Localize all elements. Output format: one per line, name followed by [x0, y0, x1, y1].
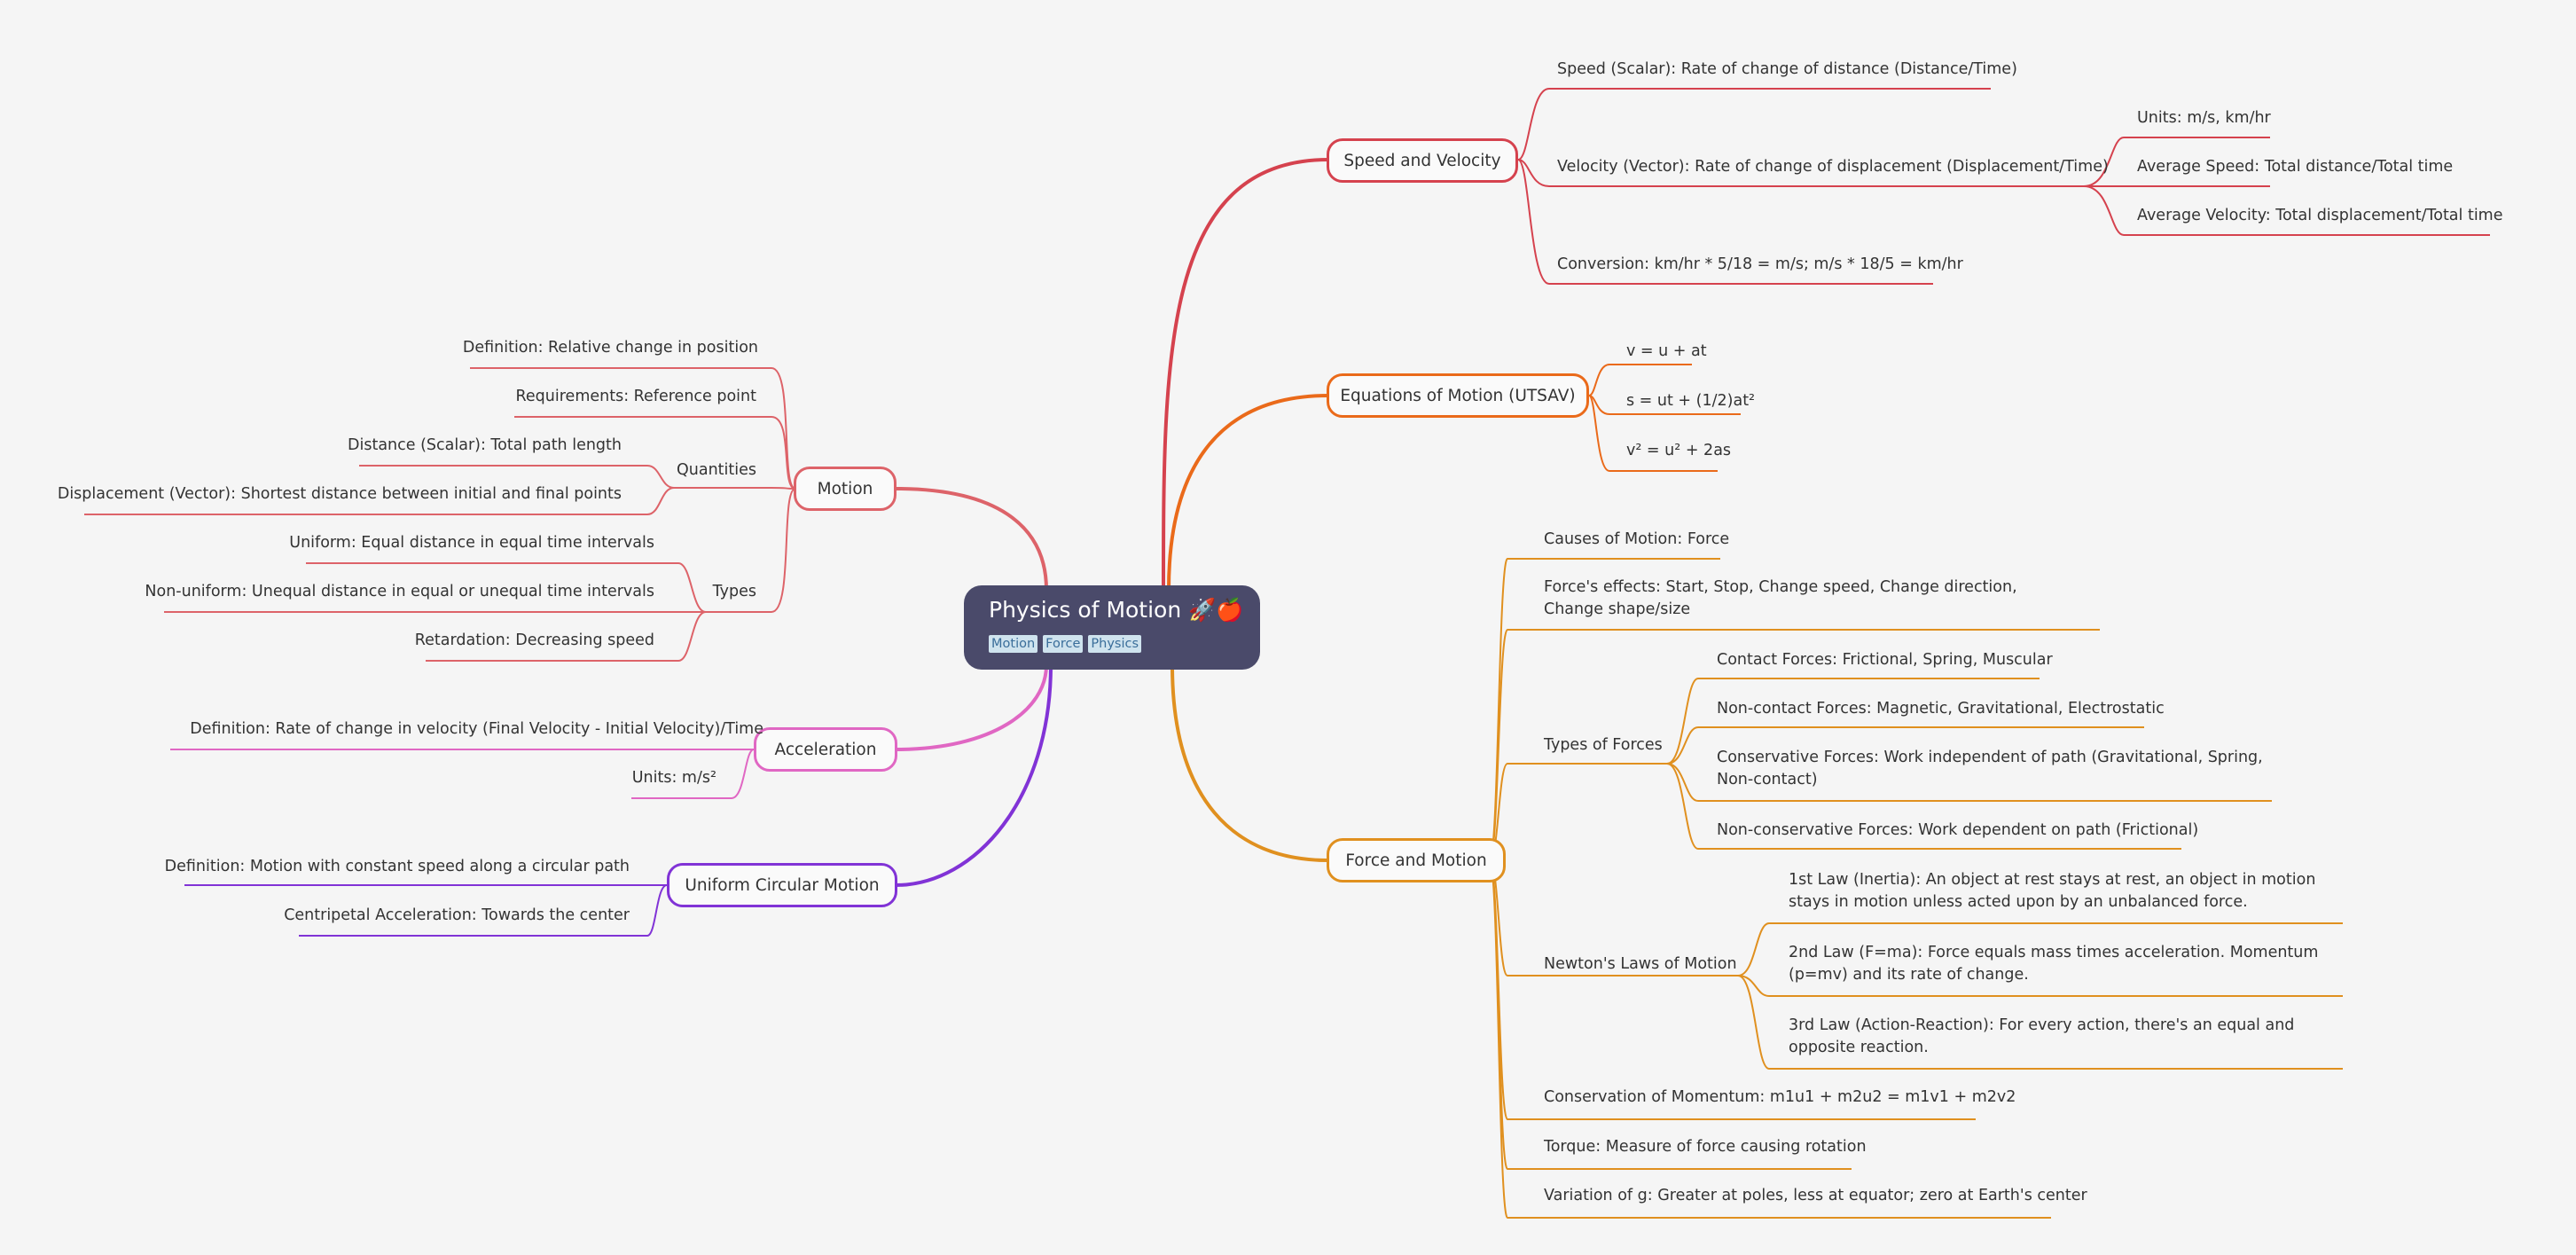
leaf-acceleration-units[interactable]: Units: m/s² [631, 769, 716, 787]
leaf-types[interactable]: Types [712, 583, 756, 600]
leaf-distance-scalar[interactable]: Distance (Scalar): Total path length [348, 436, 622, 454]
leaf-noncontact-forces[interactable]: Non-contact Forces: Magnetic, Gravitatio… [1717, 700, 2165, 718]
leaf-circular-definition[interactable]: Definition: Motion with constant speed a… [164, 858, 630, 875]
leaf-conservation-of-momentum[interactable]: Conservation of Momentum: m1u1 + m2u2 = … [1544, 1088, 2016, 1106]
edge-root-force [1171, 664, 1329, 862]
leaf-speed-scalar[interactable]: Speed (Scalar): Rate of change of distan… [1557, 60, 2017, 78]
leaf-displacement-vector[interactable]: Displacement (Vector): Shortest distance… [57, 485, 622, 503]
branch-equations-of-motion[interactable]: Equations of Motion (UTSAV) [1327, 373, 1589, 418]
branch-speed-velocity[interactable]: Speed and Velocity [1327, 138, 1518, 183]
leaf-conservative-forces[interactable]: Conservative Forces: Work independent of… [1717, 749, 2263, 788]
leaf-equation-2[interactable]: s = ut + (1/2)at² [1626, 392, 1756, 410]
edge-root-motion [895, 487, 1048, 591]
leaf-torque[interactable]: Torque: Measure of force causing rotatio… [1544, 1138, 1867, 1156]
leaf-velocity-units[interactable]: Units: m/s, km/hr [2137, 109, 2271, 127]
tag-physics[interactable]: Physics [1088, 635, 1142, 653]
leaf-causes-of-motion[interactable]: Causes of Motion: Force [1544, 530, 1730, 548]
leaf-newtons-laws[interactable]: Newton's Laws of Motion [1544, 955, 1737, 973]
tag-motion[interactable]: Motion [989, 635, 1038, 653]
leaf-equation-1[interactable]: v = u + at [1626, 342, 1707, 360]
leaf-quantities[interactable]: Quantities [676, 461, 756, 479]
leaf-force-effects[interactable]: Force's effects: Start, Stop, Change spe… [1544, 578, 2017, 618]
root-node[interactable]: Physics of Motion 🚀🍎 Motion Force Physic… [964, 585, 1260, 670]
edge-root-speed [1162, 158, 1329, 591]
leaf-centripetal-acceleration[interactable]: Centripetal Acceleration: Towards the ce… [284, 906, 630, 924]
leaf-motion-definition[interactable]: Definition: Relative change in position [462, 339, 758, 357]
root-tags: Motion Force Physics [989, 635, 1235, 653]
leaf-average-velocity[interactable]: Average Velocity: Total displacement/Tot… [2137, 207, 2503, 224]
leaf-newton-law-3[interactable]: 3rd Law (Action-Reaction): For every act… [1789, 1016, 2295, 1056]
leaf-average-speed[interactable]: Average Speed: Total distance/Total time [2137, 158, 2454, 176]
leaf-newton-law-2[interactable]: 2nd Law (F=ma): Force equals mass times … [1789, 944, 2319, 984]
branch-force-and-motion[interactable]: Force and Motion [1327, 838, 1506, 882]
edge-root-circular [895, 664, 1053, 887]
leaf-nonuniform-motion[interactable]: Non-uniform: Unequal distance in equal o… [145, 583, 654, 600]
leaf-newton-law-1[interactable]: 1st Law (Inertia): An object at rest sta… [1789, 871, 2316, 911]
branch-motion[interactable]: Motion [794, 467, 897, 511]
leaf-velocity-vector[interactable]: Velocity (Vector): Rate of change of dis… [1557, 158, 2109, 176]
leaf-retardation[interactable]: Retardation: Decreasing speed [414, 631, 654, 649]
leaf-contact-forces[interactable]: Contact Forces: Frictional, Spring, Musc… [1717, 651, 2053, 669]
leaf-types-of-forces[interactable]: Types of Forces [1544, 736, 1663, 754]
root-title: Physics of Motion 🚀🍎 [989, 597, 1244, 623]
leaf-uniform-motion[interactable]: Uniform: Equal distance in equal time in… [289, 534, 654, 552]
leaf-equation-3[interactable]: v² = u² + 2as [1626, 442, 1732, 459]
edge-root-equations [1167, 394, 1329, 591]
branch-uniform-circular-motion[interactable]: Uniform Circular Motion [667, 863, 897, 907]
leaf-nonconservative-forces[interactable]: Non-conservative Forces: Work dependent … [1717, 821, 2199, 839]
tag-force[interactable]: Force [1043, 635, 1084, 653]
leaf-variation-of-g[interactable]: Variation of g: Greater at poles, less a… [1544, 1187, 2087, 1204]
branch-acceleration[interactable]: Acceleration [754, 727, 897, 772]
leaf-conversion[interactable]: Conversion: km/hr * 5/18 = m/s; m/s * 18… [1557, 255, 1963, 273]
leaf-motion-requirements[interactable]: Requirements: Reference point [515, 388, 756, 405]
edge-root-acceleration [895, 664, 1048, 751]
leaf-acceleration-definition[interactable]: Definition: Rate of change in velocity (… [190, 720, 763, 738]
